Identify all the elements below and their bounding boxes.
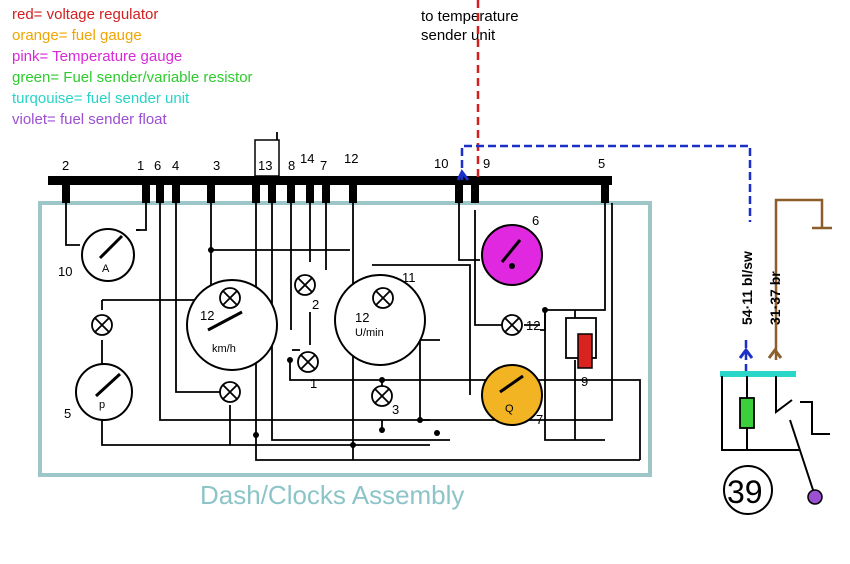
pin-3: 3: [213, 158, 220, 173]
speedo-text: km/h: [212, 343, 236, 355]
pin-7: 7: [320, 158, 327, 173]
oil-number: 5: [64, 406, 71, 421]
voltage-stabilizer: 9: [565, 317, 597, 389]
legend-pink: pink= Temperature gauge: [12, 48, 183, 65]
speedo-number: 12: [200, 308, 214, 323]
blue-signal-wire: [460, 144, 752, 372]
connector-pin-labels: 2 1 6 4 3 13 8 14 7 12 10 9 5: [62, 151, 605, 173]
brown-ground-wire: [774, 198, 832, 360]
fuel-letter: Q: [505, 403, 514, 415]
brown-wire-label: 31·37 br: [767, 271, 783, 325]
dash-assembly-outline: [38, 201, 652, 477]
legend-orange: orange= fuel gauge: [12, 27, 142, 44]
ammeter-letter: A: [102, 263, 110, 275]
pin-13-bracket: [254, 139, 280, 177]
pin-1: 1: [137, 158, 144, 173]
oil-letter: p: [99, 399, 105, 411]
pin-4: 4: [172, 158, 179, 173]
indicator-lamps: [91, 274, 523, 407]
tacho-inner-number: 12: [355, 310, 369, 325]
sender-unit-number: 39: [727, 474, 763, 510]
pin-14: 14: [300, 151, 314, 166]
lamp-2-number: 2: [312, 297, 319, 312]
connector-bar: [48, 176, 612, 185]
pin-5: 5: [598, 156, 605, 171]
temperature-sender-label: to temperature sender unit: [421, 7, 519, 45]
pin-12: 12: [344, 151, 358, 166]
fuel-gauge-number: 7: [536, 412, 543, 427]
pin-10: 10: [434, 156, 448, 171]
junction-dots: [208, 247, 548, 448]
lamp-3-number: 3: [392, 402, 399, 417]
fuel-sender-unit: 39: [720, 371, 830, 515]
pin-6: 6: [154, 158, 161, 173]
assembly-title: Dash/Clocks Assembly: [200, 480, 465, 510]
legend-green: green= Fuel sender/variable resistor: [12, 69, 253, 86]
temp-gauge-number: 6: [532, 213, 539, 228]
tacho-number: 11: [402, 270, 416, 285]
pin-9: 9: [483, 156, 490, 171]
speedometer: km/h 12: [186, 279, 278, 371]
blue-wire-label: 54·11 bl/sw: [739, 251, 755, 325]
connector-pins: [62, 183, 609, 203]
sender-label-line1: to temperature: [421, 8, 519, 25]
oil-pressure-gauge: p 5: [64, 363, 133, 421]
fuel-gauge: Q 7: [481, 364, 543, 427]
sender-label-line2: sender unit: [421, 27, 496, 44]
pin-8: 8: [288, 158, 295, 173]
ammeter-number: 10: [58, 264, 72, 279]
pin-2: 2: [62, 158, 69, 173]
ammeter-gauge: A 10: [58, 228, 135, 282]
legend-turquoise: turqouise= fuel sender unit: [12, 90, 190, 107]
color-legend: red= voltage regulator orange= fuel gaug…: [12, 4, 253, 130]
legend-violet: violet= fuel sender float: [12, 111, 167, 128]
legend-red: red= voltage regulator: [12, 6, 159, 23]
lamp-12-number: 12: [526, 318, 540, 333]
temperature-gauge: 6: [481, 213, 543, 286]
tachometer: 12 U/min 11: [334, 270, 426, 366]
pin-13: 13: [258, 158, 272, 173]
tacho-text: U/min: [355, 327, 384, 339]
stabilizer-number: 9: [581, 374, 588, 389]
lamp-1-number: 1: [310, 376, 317, 391]
